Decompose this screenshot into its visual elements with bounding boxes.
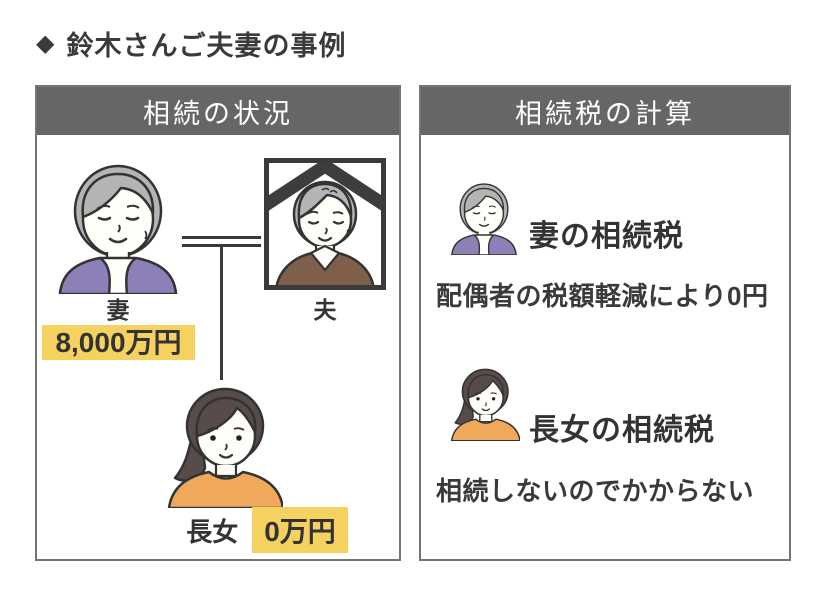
wife-label: 妻 [106, 297, 130, 323]
wife-tax-description: 配偶者の税額軽減により0円 [436, 281, 769, 311]
wife-avatar-illustration [53, 157, 183, 299]
tax-calculation-header-label: 相続税の計算 [515, 98, 695, 129]
parent-child-line [220, 247, 223, 380]
page-title: ◆ 鈴木さんご夫妻の事例 [36, 24, 346, 63]
wife-icon [448, 179, 520, 260]
tax-calculation-body: 妻の相続税 配偶者の税額軽減により0円 長女の相続税 相 [421, 135, 789, 559]
page-title-text: 鈴木さんご夫妻の事例 [66, 31, 347, 61]
daughter-label-row: 長女 0万円 [127, 507, 407, 553]
tax-calculation-header: 相続税の計算 [421, 87, 789, 135]
husband-label: 夫 [313, 297, 337, 323]
wife-inheritance-amount: 8,000万円 [42, 325, 195, 360]
inheritance-status-panel: 相続の状況 妻 [35, 85, 401, 561]
daughter-tax-heading: 長女の相続税 [529, 414, 715, 447]
husband-memorial-frame [264, 158, 386, 295]
daughter-label: 長女 [186, 516, 239, 547]
mourning-ribbon [269, 163, 381, 211]
daughter-avatar-illustration [163, 382, 285, 513]
inheritance-status-header-label: 相続の状況 [143, 98, 293, 129]
marriage-double-line [182, 236, 261, 247]
inheritance-status-header: 相続の状況 [37, 87, 399, 135]
diamond-bullet-icon: ◆ [36, 29, 56, 57]
tax-calculation-panel: 相続税の計算 妻の相続税 配偶者の税額軽減により [419, 85, 791, 561]
wife-tax-heading: 妻の相続税 [529, 220, 684, 253]
family-tree: 妻 8,000万円 [37, 135, 399, 559]
daughter-tax-description: 相続しないのでかからない [436, 476, 755, 506]
daughter-inheritance-amount: 0万円 [252, 507, 348, 553]
daughter-icon [448, 365, 521, 446]
